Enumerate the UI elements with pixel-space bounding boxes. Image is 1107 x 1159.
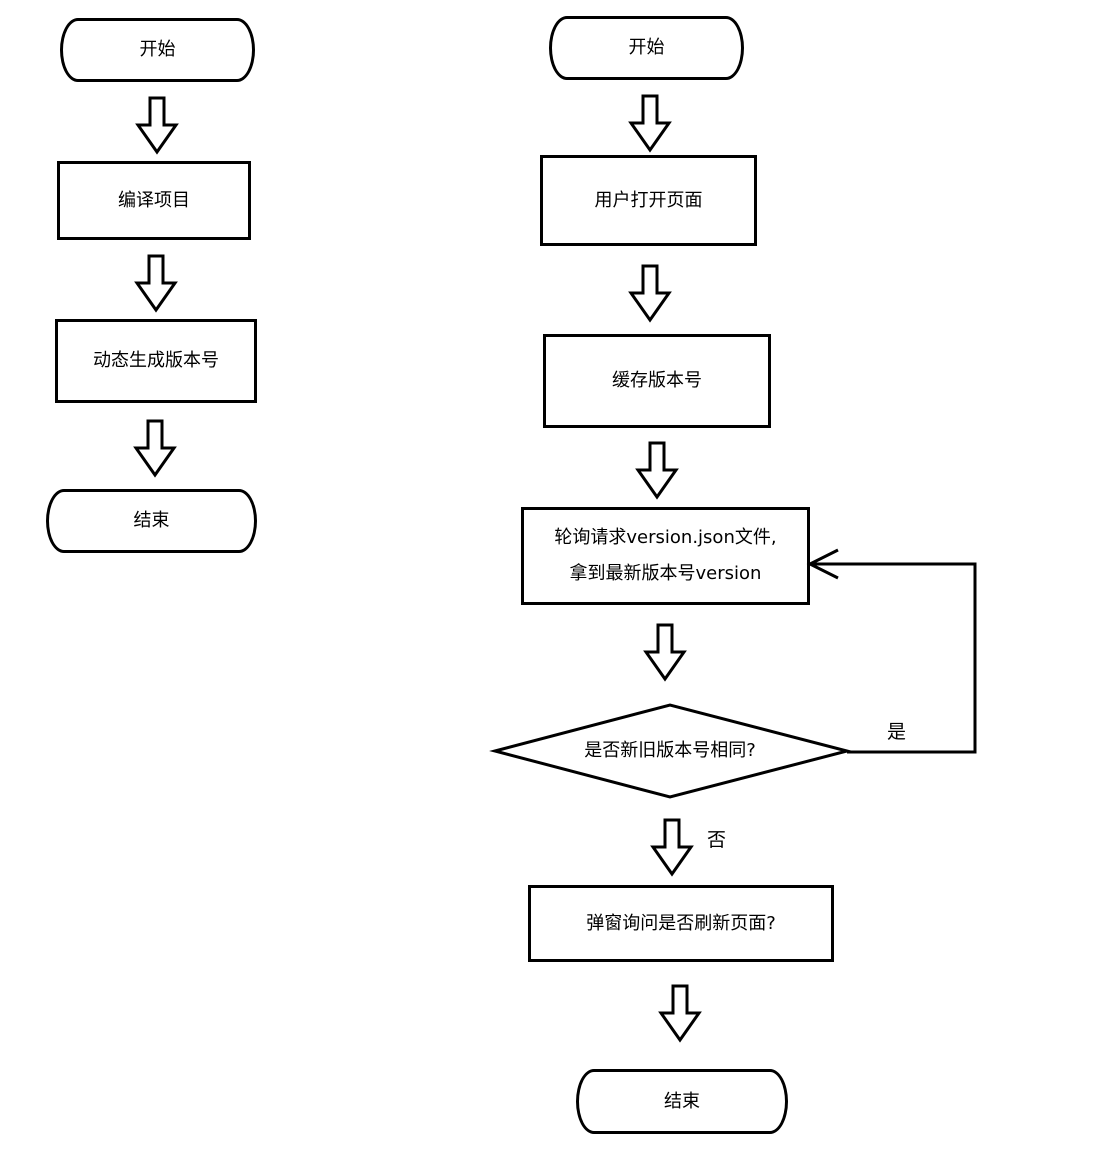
right-open-page-text: 用户打开页面: [594, 189, 703, 211]
yes-branch-label: 是: [887, 721, 907, 743]
right-poll-text-line1: 轮询请求version.json文件,: [554, 527, 777, 548]
left-arrow-2: [134, 254, 178, 313]
yes-loop-arrowhead: [806, 548, 839, 580]
right-cache-version-node: 缓存版本号: [543, 334, 771, 428]
decision-text: 是否新旧版本号相同?: [584, 740, 756, 761]
right-start-text: 开始: [628, 37, 665, 58]
left-arrow-1: [135, 96, 179, 155]
right-poll-text-line2: 拿到最新版本号version: [569, 563, 762, 584]
right-prompt-text: 弹窗询问是否刷新页面?: [586, 912, 776, 934]
left-start-text: 开始: [139, 39, 176, 60]
right-prompt-node: 弹窗询问是否刷新页面?: [528, 885, 834, 962]
no-branch-label: 否: [707, 829, 727, 851]
right-arrow-4: [643, 623, 687, 682]
left-arrow-3: [133, 419, 177, 478]
left-compile-node: 编译项目: [57, 161, 251, 240]
right-end-text: 结束: [664, 1090, 700, 1112]
left-end-text: 结束: [133, 510, 170, 531]
right-start-node: 开始: [549, 16, 744, 80]
left-gen-version-node: 动态生成版本号: [55, 319, 257, 403]
right-arrow-5: [650, 818, 694, 877]
left-compile-text: 编译项目: [118, 189, 190, 211]
right-open-page-node: 用户打开页面: [540, 155, 757, 246]
left-gen-version-text: 动态生成版本号: [93, 350, 219, 371]
right-arrow-1: [628, 94, 672, 153]
right-end-node: 结束: [576, 1069, 788, 1134]
right-arrow-6: [658, 984, 702, 1043]
yes-loop-line: [810, 562, 977, 754]
left-end-node: 结束: [46, 489, 257, 553]
right-poll-node: 轮询请求version.json文件, 拿到最新版本号version: [521, 507, 810, 605]
left-start-node: 开始: [60, 18, 255, 82]
right-cache-version-text: 缓存版本号: [612, 370, 702, 391]
right-arrow-2: [628, 264, 672, 323]
right-arrow-3: [635, 441, 679, 500]
